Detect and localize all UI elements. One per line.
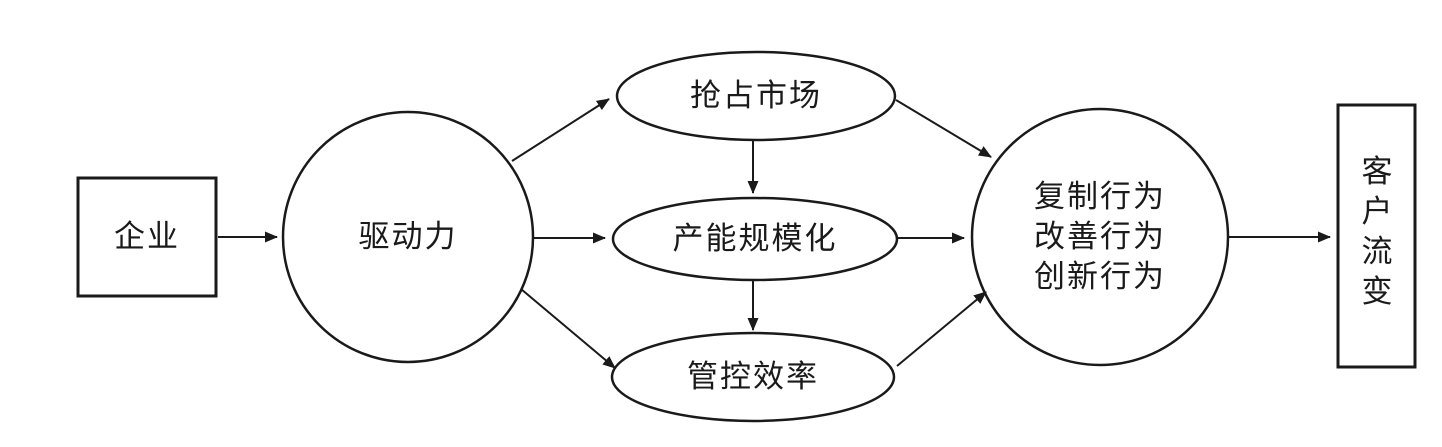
behaviors-label: 复制行为 改善行为 创新行为 (1034, 179, 1166, 295)
customer-flow-label: 客户流变 (1361, 154, 1393, 310)
capacity-scaling-label: 产能规模化 (672, 220, 838, 257)
edge-driving-force-to-control-efficiency (520, 288, 616, 369)
seize-market-ellipse (615, 50, 897, 142)
edge-driving-force-to-seize-market (511, 98, 610, 162)
driving-force-label: 驱动力 (358, 218, 458, 255)
enterprise-box (76, 176, 218, 298)
edge-seize-market-to-behaviors (895, 99, 992, 158)
customer-flow-box (1336, 103, 1417, 369)
seize-market-label: 抢占市场 (690, 77, 822, 114)
edge-control-efficiency-to-behaviors (896, 291, 987, 367)
enterprise-label: 企业 (114, 218, 180, 255)
control-efficiency-label: 管控效率 (687, 358, 819, 395)
control-efficiency-ellipse (610, 331, 896, 423)
